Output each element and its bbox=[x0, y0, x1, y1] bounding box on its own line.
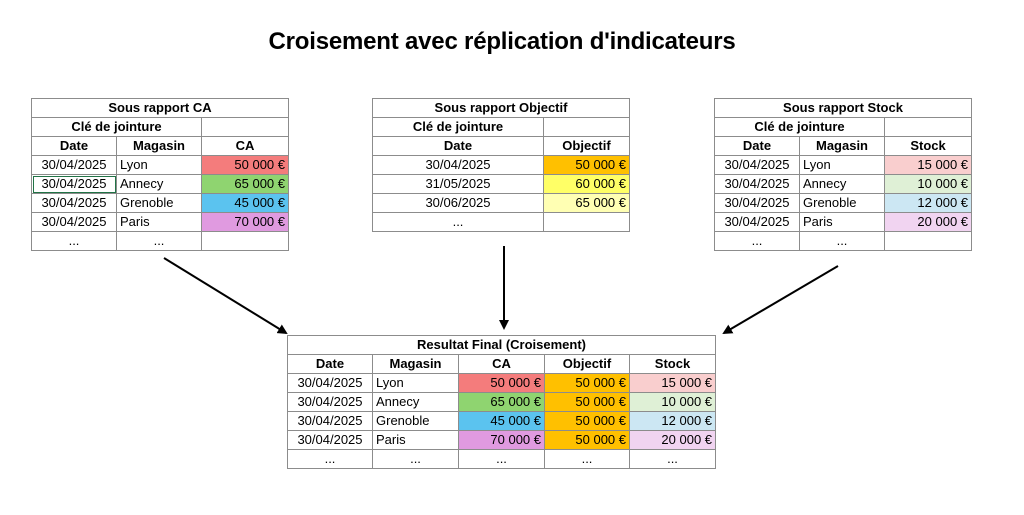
objectif-value-cell[interactable]: 50 000 € bbox=[544, 411, 630, 431]
magasin-cell[interactable]: Annecy bbox=[799, 174, 885, 194]
date-cell[interactable]: 30/04/2025 bbox=[714, 212, 800, 232]
table-row-ellipsis: ... bbox=[372, 212, 630, 232]
table-row: 31/05/2025 60 000 € bbox=[372, 174, 630, 194]
diagram-title: Croisement avec réplication d'indicateur… bbox=[268, 28, 736, 55]
table-row: 30/04/2025 Lyon 50 000 € 50 000 € 15 000… bbox=[287, 373, 717, 393]
magasin-cell[interactable]: Annecy bbox=[372, 392, 459, 412]
arrow-ca-to-result bbox=[163, 257, 288, 335]
objectif-value-cell[interactable]: 60 000 € bbox=[543, 174, 630, 194]
table-row-ellipsis: ... ... ... ... ... bbox=[287, 449, 717, 469]
table-row: 30/04/2025 50 000 € bbox=[372, 155, 630, 175]
column-header-date: Date bbox=[287, 354, 373, 374]
empty-cell bbox=[543, 212, 630, 232]
ca-value-cell[interactable]: 65 000 € bbox=[458, 392, 545, 412]
table-row: 30/04/2025 Paris 70 000 € bbox=[31, 212, 289, 232]
date-cell[interactable]: 30/04/2025 bbox=[287, 430, 373, 450]
column-header-stock: Stock bbox=[883, 136, 973, 156]
arrow-stock-to-result bbox=[722, 265, 839, 335]
empty-cell bbox=[201, 231, 289, 251]
stock-value-cell[interactable]: 12 000 € bbox=[883, 193, 973, 213]
table-row: 30/06/2025 65 000 € bbox=[372, 193, 630, 213]
stock-value-cell[interactable]: 10 000 € bbox=[628, 392, 717, 412]
table-row: 30/04/2025 Lyon 15 000 € bbox=[714, 155, 973, 175]
ca-subreport-table: Sous rapport CA Clé de jointure Date Mag… bbox=[31, 98, 289, 251]
objectif-value-cell[interactable]: 50 000 € bbox=[543, 155, 630, 175]
ca-value-cell[interactable]: 50 000 € bbox=[458, 373, 545, 393]
table-row: 30/04/2025 Grenoble 45 000 € 50 000 € 12… bbox=[287, 411, 717, 431]
objectif-table-title: Sous rapport Objectif bbox=[372, 98, 630, 118]
table-row: 30/04/2025 Grenoble 45 000 € bbox=[31, 193, 289, 213]
ellipsis-cell: ... bbox=[372, 212, 544, 232]
stock-value-cell[interactable]: 10 000 € bbox=[883, 174, 973, 194]
ellipsis-cell: ... bbox=[287, 449, 373, 469]
date-cell[interactable]: 31/05/2025 bbox=[372, 174, 544, 194]
ellipsis-cell: ... bbox=[628, 449, 717, 469]
empty-cell bbox=[883, 231, 973, 251]
date-cell[interactable]: 30/04/2025 bbox=[31, 193, 117, 213]
ellipsis-cell: ... bbox=[372, 449, 459, 469]
stock-value-cell[interactable]: 12 000 € bbox=[628, 411, 717, 431]
table-row: 30/04/2025 Annecy 10 000 € bbox=[714, 174, 973, 194]
date-cell[interactable]: 30/04/2025 bbox=[287, 411, 373, 431]
magasin-cell[interactable]: Paris bbox=[372, 430, 459, 450]
stock-value-cell[interactable]: 15 000 € bbox=[883, 155, 973, 175]
table-row-ellipsis: ... ... bbox=[714, 231, 973, 251]
ellipsis-cell: ... bbox=[31, 231, 117, 251]
ca-value-cell[interactable]: 70 000 € bbox=[458, 430, 545, 450]
ca-value-cell[interactable]: 65 000 € bbox=[201, 174, 289, 194]
magasin-cell[interactable]: Grenoble bbox=[372, 411, 459, 431]
magasin-cell[interactable]: Lyon bbox=[799, 155, 885, 175]
ellipsis-cell: ... bbox=[799, 231, 885, 251]
ellipsis-cell: ... bbox=[544, 449, 630, 469]
column-header-magasin: Magasin bbox=[372, 354, 459, 374]
ca-value-cell[interactable]: 70 000 € bbox=[201, 212, 289, 232]
magasin-cell[interactable]: Paris bbox=[799, 212, 885, 232]
objectif-value-cell[interactable]: 50 000 € bbox=[544, 430, 630, 450]
column-header-magasin: Magasin bbox=[116, 136, 202, 156]
result-table: Resultat Final (Croisement) Date Magasin… bbox=[286, 335, 717, 469]
date-cell[interactable]: 30/04/2025 bbox=[714, 193, 800, 213]
stock-subreport-table: Sous rapport Stock Clé de jointure Date … bbox=[713, 98, 973, 251]
column-header-stock: Stock bbox=[628, 354, 717, 374]
table-row: 30/04/2025 Annecy 65 000 € 50 000 € 10 0… bbox=[287, 392, 717, 412]
stock-value-cell[interactable]: 15 000 € bbox=[628, 373, 717, 393]
stock-table-title: Sous rapport Stock bbox=[713, 98, 973, 118]
ca-value-cell[interactable]: 45 000 € bbox=[458, 411, 545, 431]
objectif-subreport-table: Sous rapport Objectif Clé de jointure Da… bbox=[372, 98, 630, 232]
table-row-ellipsis: ... ... bbox=[31, 231, 289, 251]
